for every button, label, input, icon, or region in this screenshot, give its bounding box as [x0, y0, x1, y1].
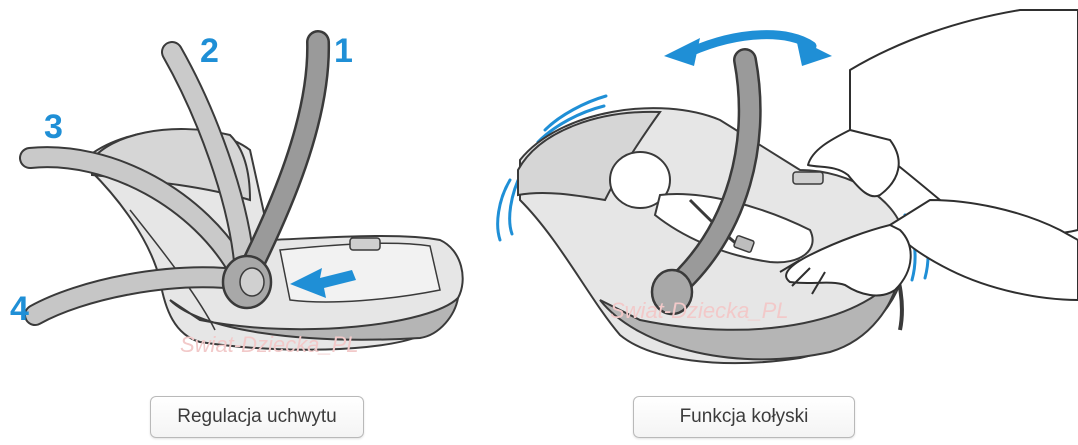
right-seat-hood — [517, 110, 662, 202]
right-seat-button — [792, 171, 824, 185]
push-arrow-icon — [290, 268, 356, 298]
right-seat-base — [599, 269, 901, 361]
lower-arm-sleeve — [889, 199, 1078, 301]
left-seat-button — [349, 237, 381, 251]
handle-number-3: 3 — [44, 108, 63, 146]
baby-head — [609, 151, 671, 209]
upper-hand — [807, 129, 900, 198]
right-handle-pivot — [650, 268, 694, 316]
harness-buckle — [733, 235, 755, 253]
left-handles — [19, 30, 331, 326]
rocking-arrow-icon — [685, 30, 817, 57]
right-car-seat — [517, 48, 907, 365]
left-watermark: Swiat-Dziecka_PL — [180, 332, 359, 357]
caregiver-arms — [779, 9, 1078, 301]
right-watermark: Swiat-Dziecka_PL — [610, 298, 789, 323]
left-seat-side-panel — [279, 242, 441, 303]
handle-number-2: 2 — [200, 32, 219, 70]
handle-number-1: 1 — [334, 32, 353, 70]
caption-rocking-function: Funkcja kołyski — [633, 396, 855, 438]
left-seat-base — [169, 295, 460, 341]
caption-handle-adjustment: Regulacja uchwytu — [150, 396, 364, 438]
handle-number-4: 4 — [10, 290, 29, 328]
